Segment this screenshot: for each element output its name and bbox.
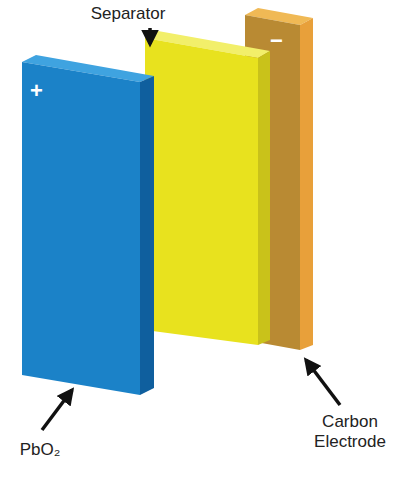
plate-face [22, 62, 140, 395]
plate-face [300, 18, 313, 350]
polarity-sign: + [30, 80, 43, 102]
pbo2-plate: + [22, 55, 154, 395]
separator-label: Separator [58, 4, 198, 24]
separator-face [145, 38, 258, 345]
plate-outline [22, 55, 154, 395]
pbo2-label: PbO₂ [5, 440, 75, 460]
carbon-leader [306, 360, 340, 405]
separator-leader [148, 28, 152, 44]
pbo2-leader [42, 390, 72, 430]
polarity-sign: − [270, 30, 283, 52]
separator-side [258, 51, 270, 345]
plate-face [140, 76, 154, 395]
carbon-electrode-label: Carbon Electrode [300, 412, 400, 453]
